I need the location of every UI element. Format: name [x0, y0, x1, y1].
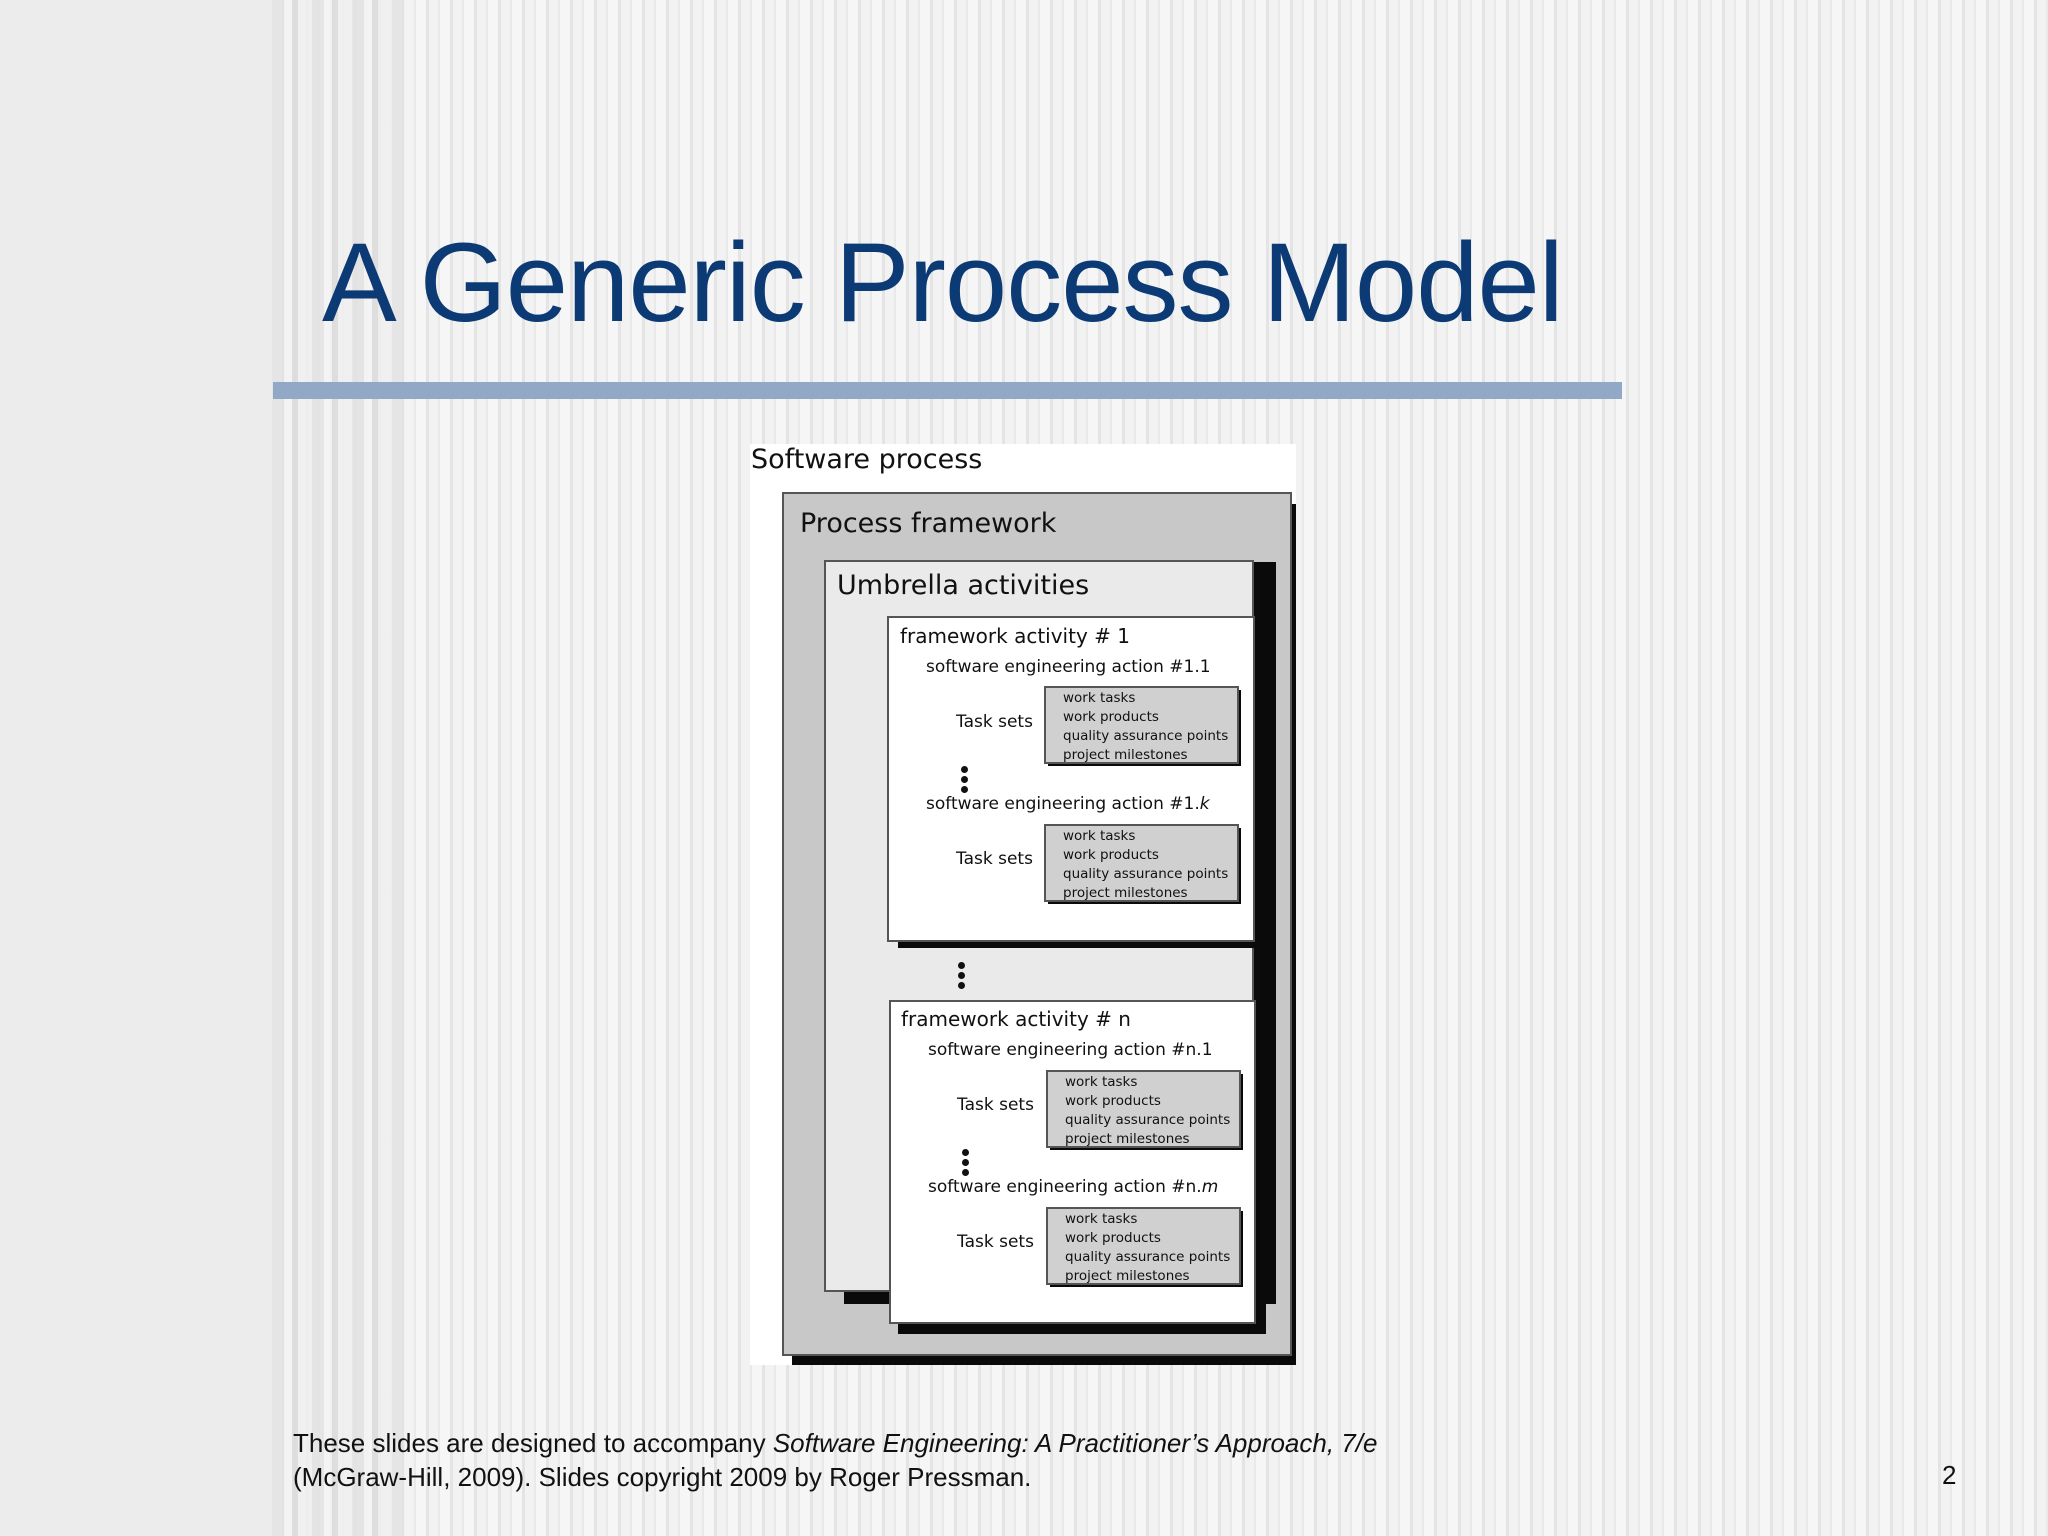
- action-1-1-label: software engineering action #1.1: [926, 657, 1211, 677]
- task-item: quality assurance points: [1063, 728, 1229, 744]
- page-number: 2: [1942, 1460, 1957, 1490]
- task-item: project milestones: [1065, 1268, 1190, 1284]
- task-item: project milestones: [1063, 747, 1188, 763]
- task-item: work products: [1063, 847, 1159, 863]
- ellipsis-dots: [962, 1149, 970, 1179]
- action-suffix: 1: [1199, 657, 1211, 677]
- software-process-label: Software process: [751, 444, 983, 475]
- task-item: work products: [1065, 1093, 1161, 1109]
- framework-activity-1-label: framework activity # 1: [900, 624, 1130, 648]
- action-n-1-label: software engineering action #n.1: [928, 1040, 1213, 1060]
- process-model-diagram: Software process Process framework Umbre…: [750, 444, 1296, 1365]
- umbrella-activities-label: Umbrella activities: [837, 570, 1090, 601]
- footer-line-1: These slides are designed to accompany S…: [293, 1426, 1377, 1460]
- action-prefix: software engineering action #1.: [926, 657, 1200, 677]
- action-n-m-label: software engineering action #n.m: [928, 1177, 1218, 1197]
- action-suffix: m: [1201, 1177, 1219, 1197]
- action-suffix: 1: [1201, 1040, 1213, 1060]
- task-item: project milestones: [1063, 885, 1188, 901]
- task-sets-label: Task sets: [957, 1095, 1034, 1115]
- action-1-k-label: software engineering action #1.k: [926, 794, 1210, 814]
- task-set-box: work tasks work products quality assuran…: [1044, 824, 1239, 902]
- task-item: quality assurance points: [1065, 1112, 1231, 1128]
- slide-footer: These slides are designed to accompany S…: [293, 1426, 1377, 1494]
- task-sets-label: Task sets: [956, 712, 1033, 732]
- ellipsis-dots: [961, 766, 969, 796]
- action-prefix: software engineering action #n.: [928, 1177, 1202, 1197]
- page-title: A Generic Process Model: [322, 220, 1564, 345]
- task-item: quality assurance points: [1065, 1249, 1231, 1265]
- task-set-box: work tasks work products quality assuran…: [1046, 1207, 1241, 1285]
- action-prefix: software engineering action #n.: [928, 1040, 1202, 1060]
- task-item: work products: [1063, 709, 1159, 725]
- framework-activity-n-label: framework activity # n: [901, 1007, 1131, 1031]
- footer-line-2: (McGraw-Hill, 2009). Slides copyright 20…: [293, 1462, 1032, 1492]
- task-item: work tasks: [1063, 828, 1136, 844]
- slide-background-band: [272, 0, 412, 1536]
- task-item: quality assurance points: [1063, 866, 1229, 882]
- task-set-box: work tasks work products quality assuran…: [1046, 1070, 1241, 1148]
- task-item: work products: [1065, 1230, 1161, 1246]
- task-item: work tasks: [1063, 690, 1136, 706]
- task-sets-label: Task sets: [956, 849, 1033, 869]
- task-sets-label: Task sets: [957, 1232, 1034, 1252]
- action-prefix: software engineering action #1.: [926, 794, 1200, 814]
- action-suffix: k: [1199, 794, 1210, 814]
- book-title: Software Engineering: A Practitioner’s A…: [772, 1428, 1378, 1458]
- task-item: work tasks: [1065, 1211, 1138, 1227]
- title-divider: [273, 382, 1622, 399]
- ellipsis-dots: [958, 962, 966, 992]
- task-set-box: work tasks work products quality assuran…: [1044, 686, 1239, 764]
- task-item: project milestones: [1065, 1131, 1190, 1147]
- footer-text: These slides are designed to accompany: [293, 1428, 773, 1458]
- process-framework-label: Process framework: [800, 508, 1057, 539]
- task-item: work tasks: [1065, 1074, 1138, 1090]
